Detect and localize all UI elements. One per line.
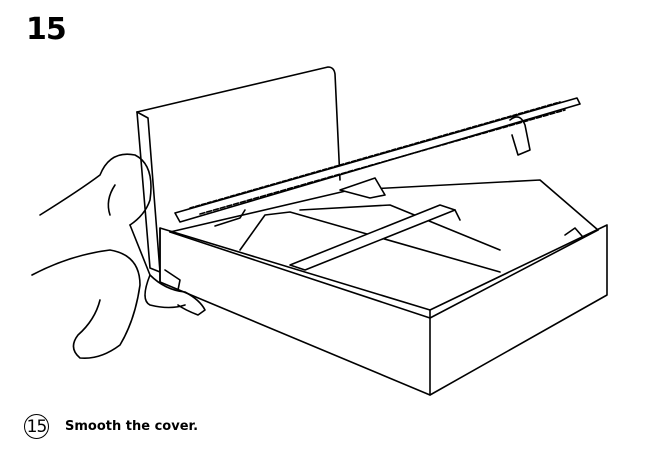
person-figure bbox=[31, 153, 206, 360]
step-number: 15 bbox=[26, 12, 67, 47]
instruction-text: Smooth the cover. bbox=[65, 419, 199, 434]
bed-base bbox=[159, 179, 608, 396]
step-circle-badge: 15 bbox=[24, 414, 49, 439]
slatted-frame bbox=[174, 97, 581, 227]
instruction-caption: 15 Smooth the cover. bbox=[24, 414, 198, 439]
headboard bbox=[136, 66, 341, 273]
